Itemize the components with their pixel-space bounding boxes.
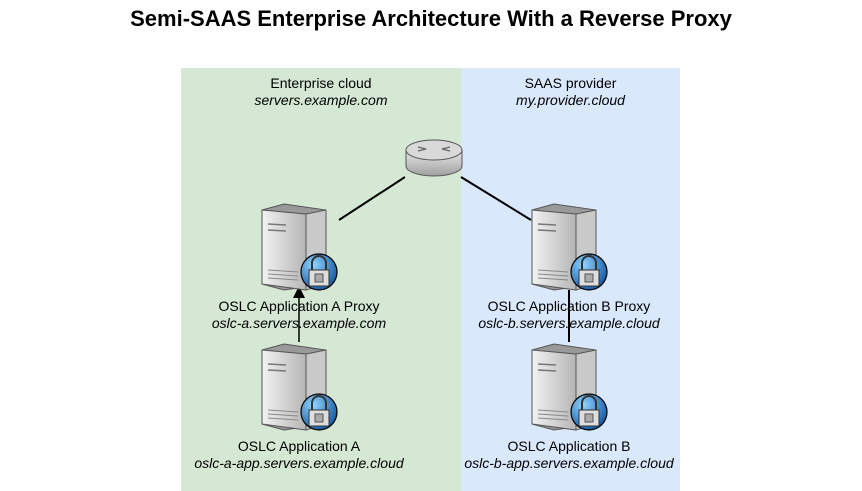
app-a-host: oslc-a-app.servers.example.cloud [194, 455, 404, 471]
proxy-a-host: oslc-a.servers.example.com [211, 315, 387, 331]
app-a-server-icon [261, 343, 338, 431]
app-b-server-icon [531, 343, 608, 431]
saas-zone-name: SAAS provider [524, 75, 617, 91]
lock-globe-icon [300, 253, 338, 291]
proxy-a-server-icon [261, 203, 338, 291]
app-b-host: oslc-b-app.servers.example.cloud [464, 455, 674, 471]
lock-globe-icon [570, 393, 608, 431]
link-router-proxy-b [460, 176, 532, 221]
router-icon [405, 139, 463, 177]
app-a-name: OSLC Application A [237, 438, 361, 454]
enterprise-zone-domain: servers.example.com [254, 92, 388, 108]
proxy-a-name: OSLC Application A Proxy [218, 298, 380, 314]
proxy-b-name: OSLC Application B Proxy [487, 298, 651, 314]
saas-zone-domain: my.provider.cloud [516, 92, 625, 108]
app-b-name: OSLC Application B [507, 438, 631, 454]
lock-globe-icon [300, 393, 338, 431]
link-proxy-a-router [338, 176, 406, 221]
proxy-b-server-icon [531, 203, 608, 291]
page-title: Semi-SAAS Enterprise Architecture With a… [130, 6, 732, 31]
lock-globe-icon [570, 253, 608, 291]
enterprise-zone-name: Enterprise cloud [270, 75, 372, 91]
proxy-b-host: oslc-b.servers.example.cloud [478, 315, 660, 331]
